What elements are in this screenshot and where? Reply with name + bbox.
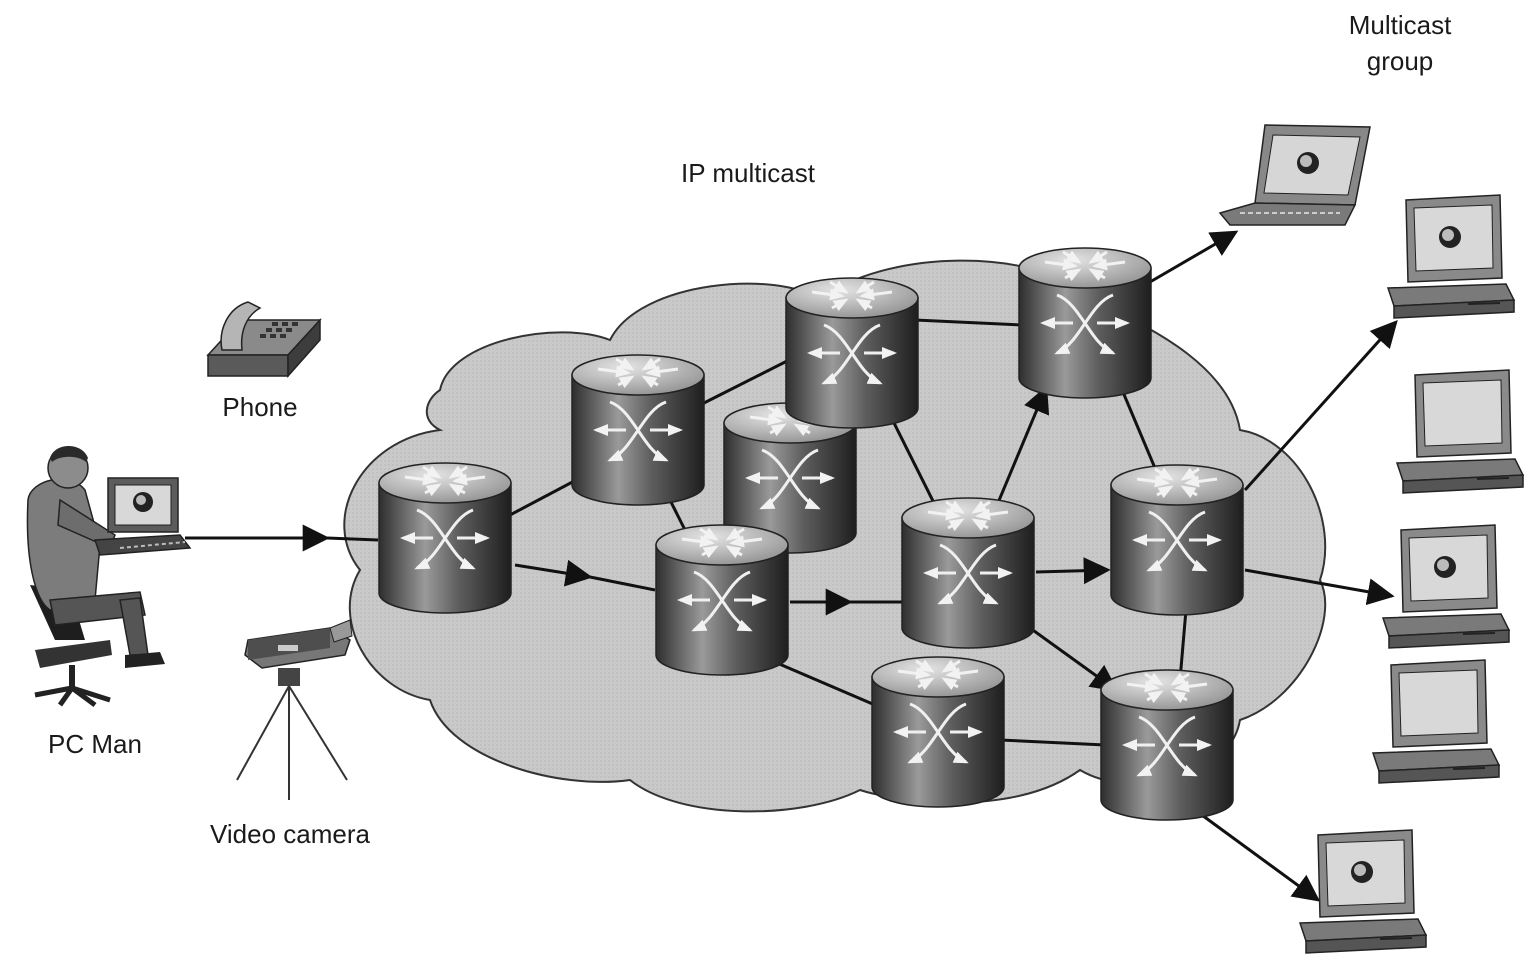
desktop-computer-icon (1298, 829, 1428, 954)
video-camera-label: Video camera (210, 819, 370, 849)
router-icon (1100, 669, 1234, 821)
pc-man-label: PC Man (48, 729, 142, 759)
phone-label: Phone (222, 392, 298, 422)
multicast-group-label-line2: group (1366, 46, 1434, 76)
desktop-computer-icon (1381, 524, 1511, 649)
video-camera-icon (236, 619, 353, 800)
telephone-icon (206, 301, 322, 378)
person-at-computer-icon (26, 446, 192, 708)
router-icon (785, 277, 919, 429)
desktop-computer-icon (1395, 369, 1525, 494)
laptop-icon (1218, 124, 1371, 226)
router-icon (901, 497, 1035, 649)
router-icon (571, 354, 705, 506)
desktop-computer-icon (1371, 659, 1501, 784)
cloud-label: IP multicast (681, 158, 815, 188)
desktops-group (1298, 194, 1525, 954)
routers-group (378, 247, 1244, 821)
desktop-computer-icon (1386, 194, 1516, 319)
router-icon (871, 656, 1005, 808)
network-links (185, 230, 1398, 902)
router-icon (655, 524, 789, 676)
router-icon (1018, 247, 1152, 399)
router-icon (378, 462, 512, 614)
multicast-group-label-line1: Multicast (1348, 10, 1452, 40)
router-icon (1110, 464, 1244, 616)
